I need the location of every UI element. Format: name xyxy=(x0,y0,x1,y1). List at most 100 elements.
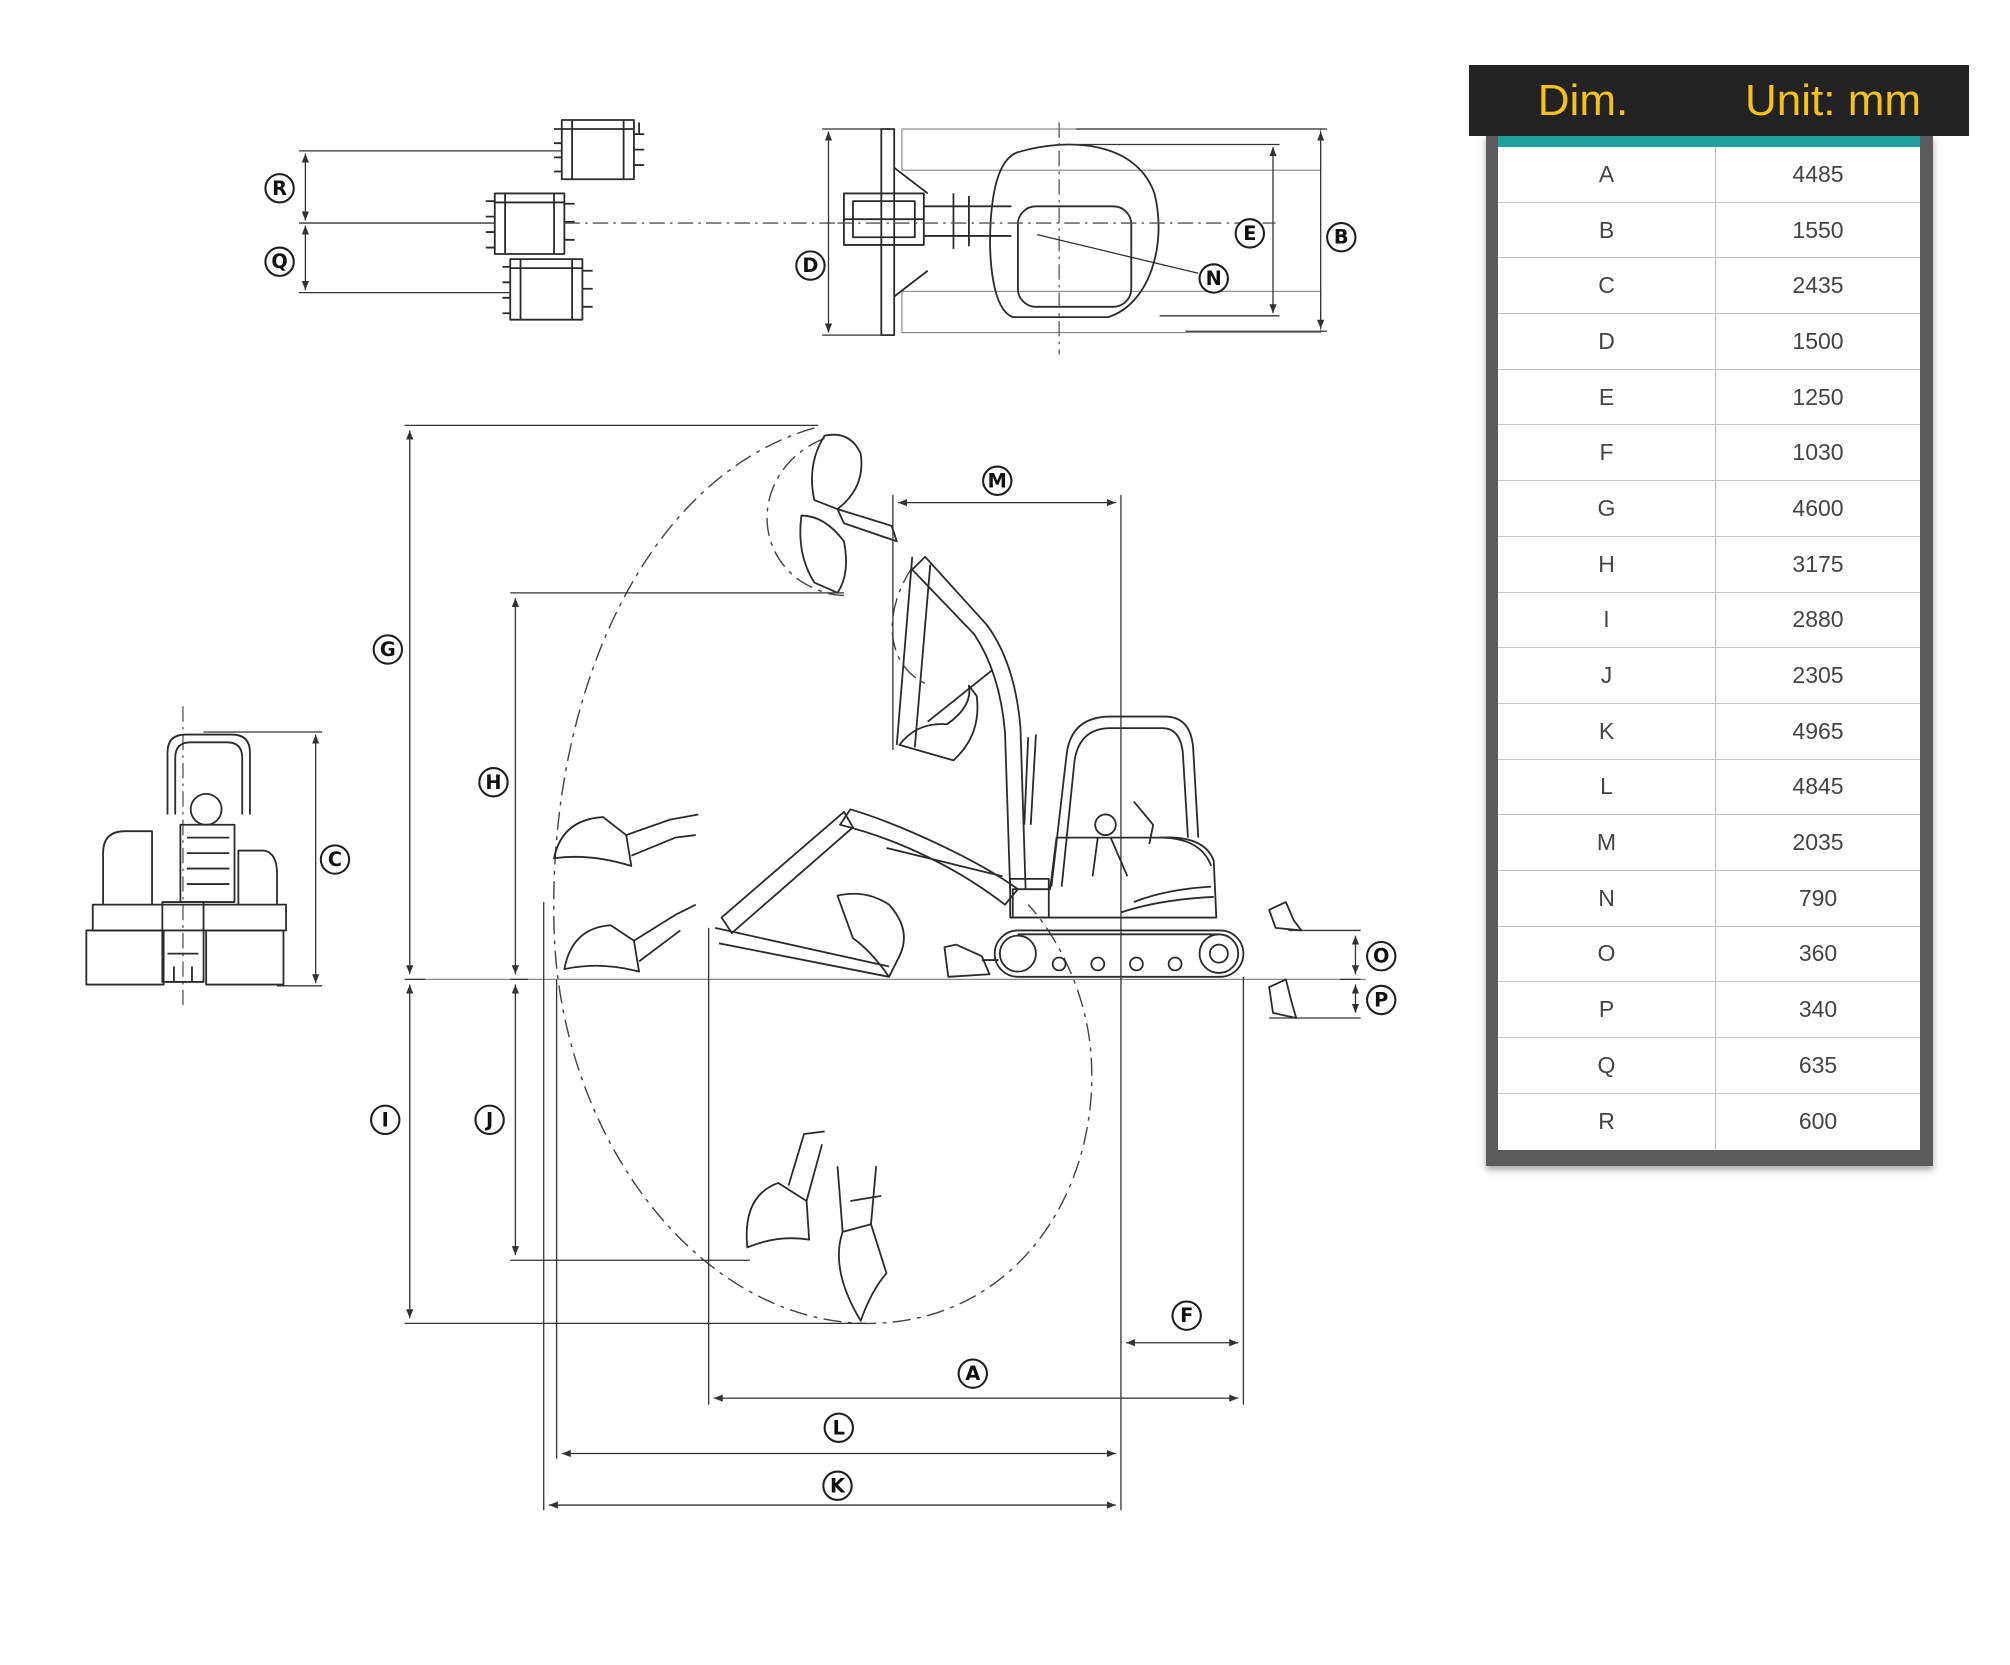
cab-roof xyxy=(1016,205,1133,308)
arm-reach-ground xyxy=(633,903,697,963)
dim-cell: H xyxy=(1498,536,1716,592)
extension-lines-b xyxy=(1075,128,1328,332)
label-r: R xyxy=(264,173,295,204)
svg-text:D: D xyxy=(802,254,818,277)
engine-block xyxy=(179,823,236,903)
label-k: K xyxy=(822,1470,853,1501)
engine-hood-lines xyxy=(1120,836,1214,914)
dim-cell: K xyxy=(1498,703,1716,759)
value-cell: 1550 xyxy=(1792,216,1844,243)
bucket-reach-upper xyxy=(553,816,633,867)
boom-cylinder-raised xyxy=(1023,734,1037,825)
table-header: Dim. Unit: mm xyxy=(1469,65,1969,136)
bucket-top-view-center xyxy=(485,192,575,255)
cab-canopy-inner xyxy=(1060,727,1189,887)
label-l: L xyxy=(823,1412,854,1443)
svg-text:J: J xyxy=(484,1108,493,1131)
value-cell: 4965 xyxy=(1792,717,1844,744)
idler-wheel xyxy=(1198,933,1240,974)
dim-cell: I xyxy=(1498,592,1716,648)
table-row: I 2880 xyxy=(1498,592,1920,649)
label-p: P xyxy=(1366,984,1397,1016)
table-row: K 4965 xyxy=(1498,703,1920,760)
boom-top xyxy=(923,193,1012,249)
label-m: M xyxy=(982,465,1013,496)
arm-extended-ground xyxy=(714,926,890,978)
front-view-excavator xyxy=(85,706,323,1006)
label-f: F xyxy=(1171,1300,1202,1331)
blade-raised-position xyxy=(1268,901,1303,932)
header-accent-strip xyxy=(1498,135,1920,147)
blade-details xyxy=(167,952,199,982)
label-j: J xyxy=(474,1104,505,1136)
value-cell: 4845 xyxy=(1792,773,1844,800)
label-a: A xyxy=(957,1358,988,1389)
digging-reach-envelope xyxy=(553,427,1093,1325)
bucket-top-view-left-offset xyxy=(502,258,593,321)
dozer-blade-side xyxy=(943,943,999,978)
value-cell: 2880 xyxy=(1792,606,1844,633)
bucket-max-depth xyxy=(837,1223,888,1322)
sprocket xyxy=(998,934,1037,973)
value-cell: 1250 xyxy=(1792,383,1844,410)
dim-cell: G xyxy=(1498,481,1716,536)
upper-structure-top xyxy=(989,143,1160,319)
dim-cell: A xyxy=(1498,147,1716,202)
bucket-details xyxy=(485,193,575,254)
label-g: G xyxy=(372,634,404,665)
arm-raised xyxy=(895,556,932,748)
idler-hub xyxy=(1208,943,1229,964)
upper-structure xyxy=(1011,836,1218,919)
side-view-excavator xyxy=(409,433,1366,1322)
label-d: D xyxy=(795,250,826,281)
dim-cell: P xyxy=(1498,982,1716,1037)
dozer-blade-front xyxy=(161,901,205,983)
side-housing-left xyxy=(102,830,153,905)
dim-cell: J xyxy=(1498,648,1716,703)
dim-cell: N xyxy=(1498,870,1716,926)
bucket-details xyxy=(554,119,645,180)
dim-cell: O xyxy=(1498,926,1716,982)
svg-text:B: B xyxy=(1334,226,1349,249)
arm-depth-vertical-wall xyxy=(787,1130,825,1202)
blade-lowered-position xyxy=(1268,978,1298,1019)
track-left xyxy=(85,929,165,986)
value-cell: 2435 xyxy=(1792,272,1844,299)
value-cell: 635 xyxy=(1798,1051,1838,1078)
operator-seat xyxy=(189,792,223,826)
operator-head xyxy=(1094,813,1117,836)
track-right xyxy=(205,929,285,986)
bucket-top-view-right-offset xyxy=(554,119,645,181)
cab-frame-front xyxy=(166,733,251,815)
undercarriage-frame xyxy=(91,903,287,932)
engine-details xyxy=(186,836,230,885)
dim-cell: F xyxy=(1498,425,1716,481)
track-outline-lower xyxy=(901,290,1322,334)
arm-max-height xyxy=(836,508,898,543)
boom-raised xyxy=(911,555,1027,890)
bucket-reach-ground xyxy=(563,924,640,973)
dimension-labels: R Q D E N B C G H I J M O P F A L K xyxy=(264,173,1397,1501)
envelope-outer xyxy=(553,427,1093,1325)
svg-text:R: R xyxy=(272,177,287,200)
label-i: I xyxy=(370,1104,401,1136)
blade-arms xyxy=(893,166,929,298)
svg-text:Q: Q xyxy=(271,250,287,273)
dozer-blade xyxy=(880,128,896,337)
extension-lines-e xyxy=(1075,143,1280,317)
track-rollers xyxy=(1051,956,1183,972)
